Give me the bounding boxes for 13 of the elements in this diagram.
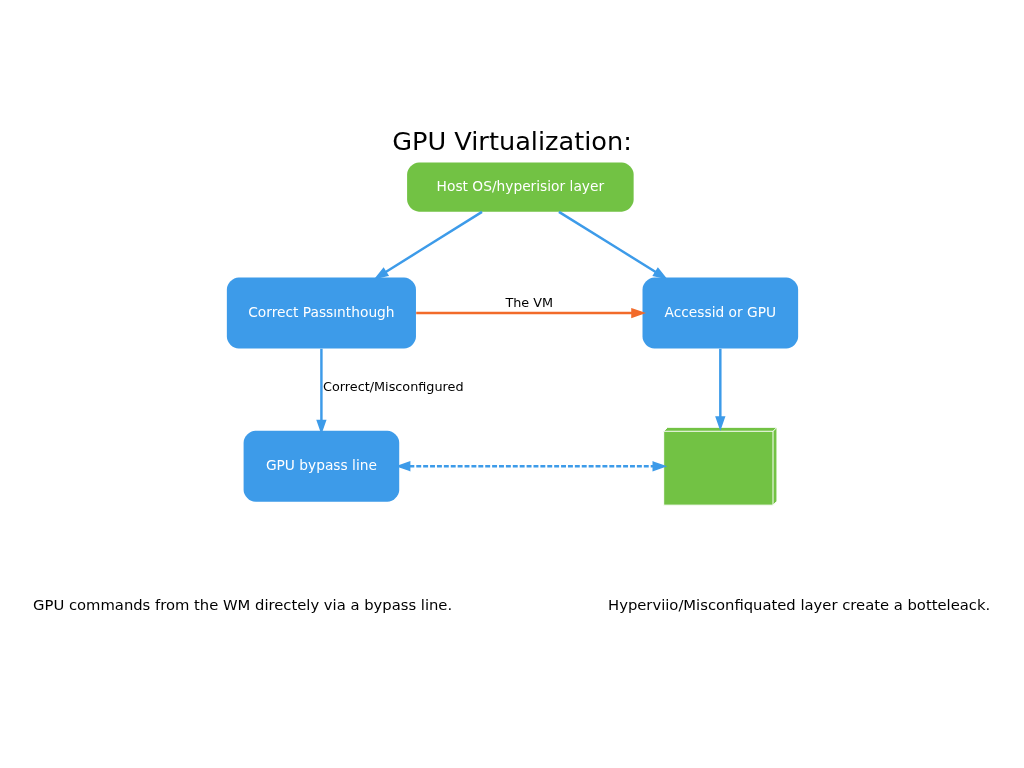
node-box: Correct Passınthough (226, 277, 416, 349)
label: Hyperviio/Misconfiquated layer create a botteleack. (608, 596, 991, 614)
node-box: GPU bypass line (243, 430, 400, 502)
arrow (715, 348, 726, 431)
node-box: Host OS/hyperisior layer (407, 162, 634, 212)
arrow (416, 307, 647, 319)
arrow (558, 210, 668, 280)
node-box: Accessid or GPU (642, 277, 799, 349)
edge-label: Correct/Misconfigured (323, 379, 464, 395)
edge-label: The VM (505, 294, 554, 310)
label: GPU commands from the WM directely via a bypass line. (33, 596, 453, 614)
diagram-title: GPU Virtualization: (392, 126, 632, 157)
arrow (373, 210, 483, 280)
